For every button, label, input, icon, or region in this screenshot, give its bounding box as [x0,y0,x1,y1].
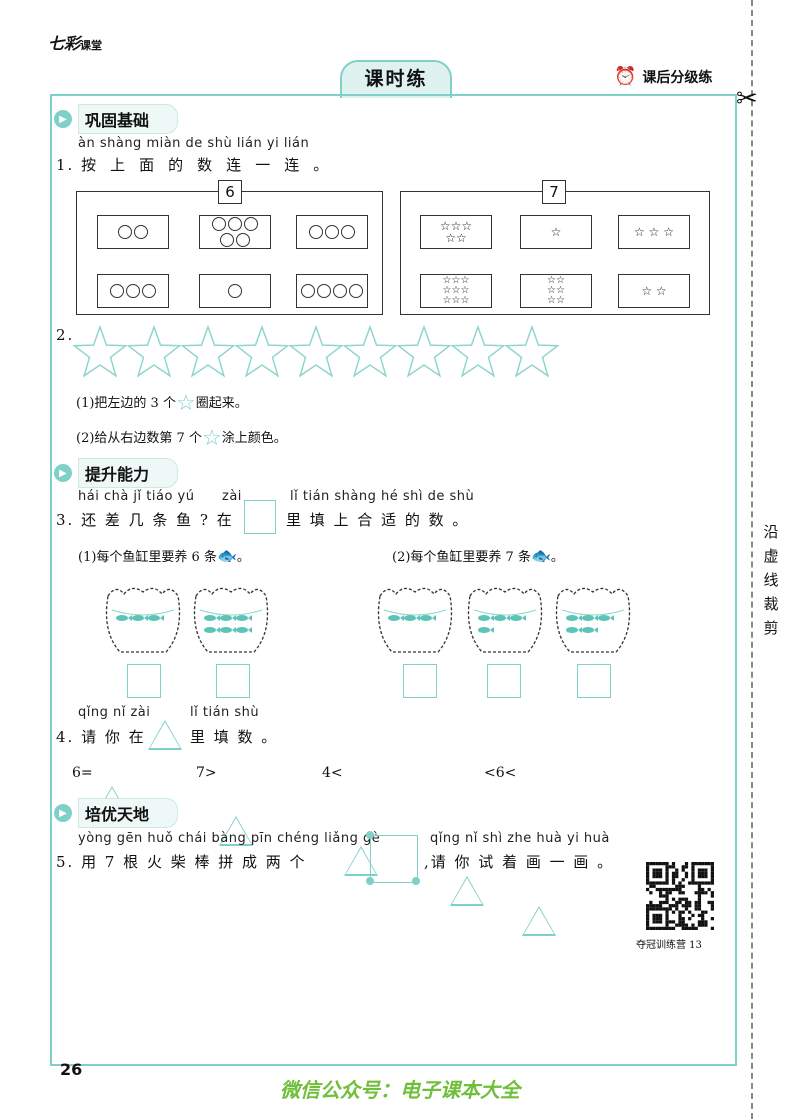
q2-number: 2. [56,326,75,344]
star-3[interactable] [180,324,236,378]
star-icon: ☆ [175,391,196,416]
q3-pinyin-a: hái chà jǐ tiáo yú [78,489,195,504]
fish-bowl-2 [188,582,274,666]
fish-bowl-1 [100,582,186,666]
fish-icon: 🐟 [530,546,551,565]
fish-bowl-3 [372,582,458,666]
card-1-circle[interactable] [199,274,271,308]
q3-pinyin-b: zài [222,489,242,504]
match-head [412,877,420,885]
content-frame [50,94,737,1066]
star-4[interactable] [234,324,290,378]
page-number: 26 [60,1060,83,1079]
number-tag-7: 7 [542,180,566,204]
match-head [366,877,374,885]
q1-pinyin: àn shàng miàn de shù lián yi lián [78,136,310,151]
star-8[interactable] [450,324,506,378]
play-icon: ▶ [54,110,72,128]
scissors-icon: ✂ [736,84,758,114]
q2-sub1: (1)把左边的 3 个☆圈起来。 [76,391,248,416]
eq2-label: 7> [196,765,217,781]
card-9-stars[interactable]: ☆☆☆☆☆☆☆☆☆ [420,274,492,308]
card-3-circles[interactable] [296,215,368,249]
q5-pinyin-b: qǐng nǐ shì zhe huà yi huà [430,831,610,846]
q1-char: 。 [313,156,331,174]
tier-label: ⏰ 课后分级练 [614,66,713,87]
section-improve: ▶ 提升能力 [54,458,179,488]
match-head [366,831,374,839]
qr-caption: 夺冠训练营 13 [636,940,702,951]
eq4-label: <6< [484,765,517,781]
q3-text: 3. 还 差 几 条 鱼 ? 在 [56,511,234,529]
number-tag-6: 6 [218,180,242,204]
q2-sub2: (2)给从右边数第 7 个☆涂上颜色。 [76,426,287,451]
answer-box-2[interactable] [216,664,250,698]
fish-bowl-5 [550,582,636,666]
eq1-label: 6= [72,765,93,781]
qr-code [646,862,714,930]
card-1-star[interactable]: ☆ [520,215,592,249]
card-4-circles[interactable] [296,274,368,308]
q3-text-b: 里 填 上 合 适 的 数 。 [286,511,470,529]
triangle-answer-4[interactable] [450,876,484,906]
q1-char: 数 [197,156,215,174]
triangle-answer-3[interactable] [344,846,378,876]
cut-instruction: 沿虚线裁剪 [763,523,779,637]
q5-text-b: ,请 你 试 着 画 一 画 。 [424,853,615,871]
star-7[interactable] [396,324,452,378]
answer-box-1[interactable] [127,664,161,698]
matchstick-square [370,835,418,883]
q4-text-b: 里 填 数 。 [190,728,279,746]
card-5-circles[interactable] [199,215,271,249]
fish-icon: 🐟 [216,546,237,565]
q5-text-a: 5. 用 7 根 火 柴 棒 拼 成 两 个 [56,853,307,871]
play-icon: ▶ [54,464,72,482]
star-icon: ☆ [201,426,222,451]
alarm-clock-icon: ⏰ [614,66,637,87]
triangle-sample [148,720,182,750]
play-icon: ▶ [54,804,72,822]
q4-text-a: 4. 请 你 在 [56,728,146,746]
card-3-circles-b[interactable] [97,274,169,308]
section-basic: ▶ 巩固基础 [54,104,179,134]
fish-bowl-4 [462,582,548,666]
star-9[interactable] [504,324,560,378]
star-2[interactable] [126,324,182,378]
triangle-answer-2[interactable] [219,816,253,846]
q1-char: 按 [81,156,99,174]
section-advanced: ▶ 培优天地 [54,798,179,828]
q1-char: 的 [168,156,186,174]
q1-char: 一 [255,156,273,174]
star-1[interactable] [72,324,128,378]
page-title: 课时练 [340,60,452,98]
q1-char: 面 [139,156,157,174]
answer-box-3[interactable] [403,664,437,698]
q4-pinyin-b: lǐ tián shù [190,705,260,720]
star-row [72,324,560,378]
brand-logo: 七彩课堂 [48,34,103,53]
q3-sub2: (2)每个鱼缸里要养 7 条🐟。 [392,546,564,565]
triangle-answer-5[interactable] [522,906,556,936]
star-5[interactable] [288,324,344,378]
q1-char: 连 [284,156,302,174]
card-5-stars[interactable]: ☆☆☆☆☆ [420,215,492,249]
q1-text: 1. 按上面的数连一连。 [56,156,331,174]
card-6-stars[interactable]: ☆☆☆☆☆☆ [520,274,592,308]
card-3-stars[interactable]: ☆ ☆ ☆ [618,215,690,249]
card-2-stars[interactable]: ☆ ☆ [618,274,690,308]
q1-char: 连 [226,156,244,174]
q3-sub1: (1)每个鱼缸里要养 6 条🐟。 [78,546,250,565]
card-2-circles[interactable] [97,215,169,249]
q1-char: 上 [110,156,128,174]
q5-pinyin-a: yòng gēn huǒ chái bàng pīn chéng liǎng g… [78,831,381,846]
answer-box-5[interactable] [577,664,611,698]
q4-pinyin-a: qǐng nǐ zài [78,705,151,720]
watermark: 微信公众号：电子课本大全 [280,1078,520,1102]
cut-line [751,0,753,1119]
eq3-label: 4< [322,765,343,781]
q3-pinyin-c: lǐ tián shàng hé shì de shù [290,489,475,504]
answer-box-sample [244,500,276,534]
answer-box-4[interactable] [487,664,521,698]
star-6[interactable] [342,324,398,378]
